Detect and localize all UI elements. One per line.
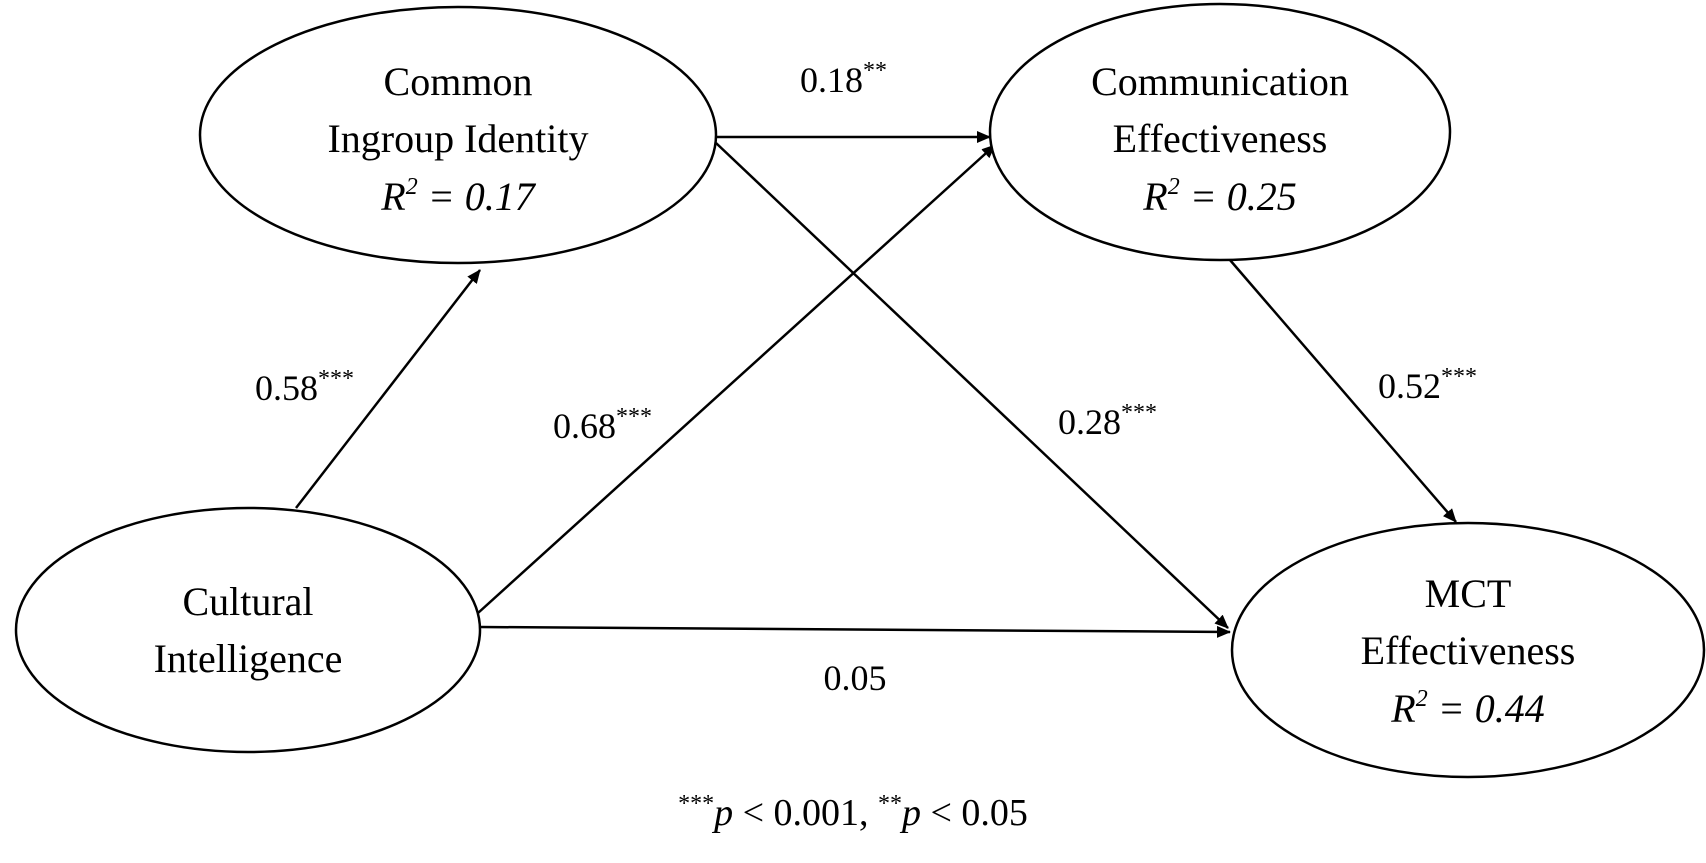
node-label-line2: Effectiveness — [1361, 628, 1576, 673]
node-label-line2: Ingroup Identity — [327, 116, 588, 161]
node-label-line1: Cultural — [182, 579, 313, 624]
node-label-line1: Common — [384, 59, 533, 104]
coef-cui-mct: 0.28*** — [1058, 400, 1157, 442]
coef-cq-mct: 0.05 — [824, 658, 887, 698]
path-ce-to-mct — [1229, 259, 1457, 523]
node-label-line1: Communication — [1091, 59, 1349, 104]
node-communication-effectiveness: Communication Effectiveness R2 = 0.25 — [988, 2, 1452, 262]
significance-note: ***p < 0.001, **p < 0.05 — [678, 791, 1028, 834]
r-squared-label: R2 = 0.44 — [1390, 686, 1544, 731]
node-mct-effectiveness: MCT Effectiveness R2 = 0.44 — [1230, 521, 1706, 779]
r-squared-label: R2 = 0.17 — [380, 174, 536, 219]
path-cui-to-mct — [715, 142, 1229, 629]
path-cq-to-mct — [479, 625, 1231, 638]
node-cultural-intelligence: Cultural Intelligence — [14, 506, 482, 754]
path-cq-to-cui — [295, 269, 481, 509]
coef-cq-ce: 0.68*** — [553, 404, 652, 446]
r-squared-label: R2 = 0.25 — [1142, 174, 1296, 219]
node-label-line1: MCT — [1425, 571, 1512, 616]
coef-cui-ce: 0.18** — [800, 58, 887, 100]
node-label-line2: Effectiveness — [1113, 116, 1328, 161]
node-common-ingroup-identity: Common Ingroup Identity R2 = 0.17 — [198, 5, 718, 265]
path-cq-to-ce — [477, 144, 996, 614]
node-label-line2: Intelligence — [154, 636, 343, 681]
coef-ce-mct: 0.52*** — [1378, 364, 1477, 406]
coef-cq-cui: 0.58*** — [255, 366, 354, 408]
